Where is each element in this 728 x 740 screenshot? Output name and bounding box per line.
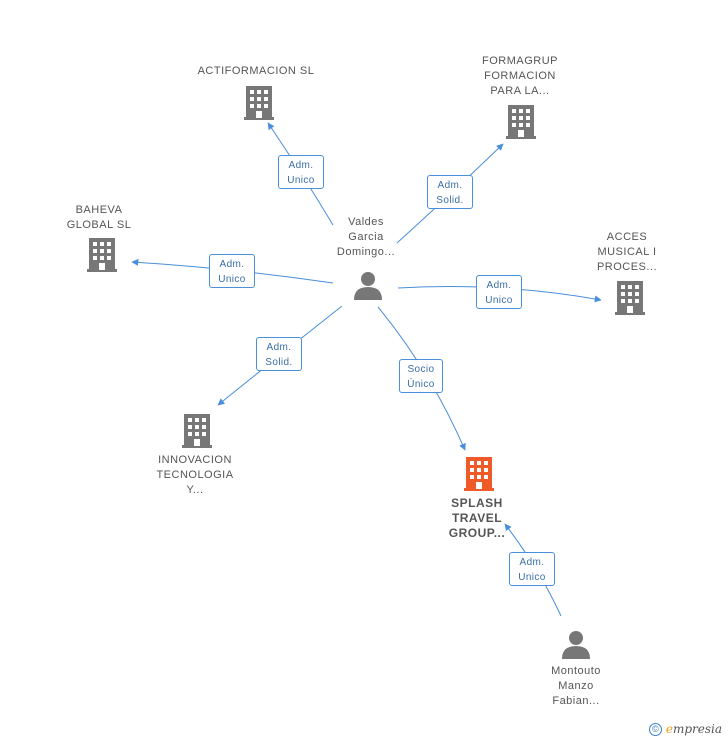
relation-badge-splash[interactable]: Socio Único — [399, 359, 443, 393]
copyright-icon: © — [648, 722, 662, 736]
person-icon[interactable] — [561, 630, 591, 660]
company-label-actiformacion[interactable]: ACTIFORMACION SL — [197, 65, 315, 77]
company-label-acces[interactable]: ACCES MUSICAL I PROCES... — [596, 231, 658, 273]
company-label-innovacion[interactable]: INNOVACION TECNOLOGIA Y... — [156, 454, 234, 496]
relation-badge-acces[interactable]: Adm. Unico — [476, 275, 522, 309]
building-icon[interactable] — [87, 238, 117, 272]
building-icon[interactable] — [506, 105, 536, 139]
company-label-splash[interactable]: SPLASH TRAVEL GROUP... — [448, 496, 506, 540]
relation-badge-innovacion[interactable]: Adm. Solid. — [256, 337, 302, 371]
relation-badge-splash-montouto[interactable]: Adm. Unico — [509, 552, 555, 586]
company-label-formagrup[interactable]: FORMAGRUP FORMACION PARA LA... — [482, 55, 558, 97]
relation-badge-baheva[interactable]: Adm. Unico — [209, 254, 255, 288]
building-icon[interactable] — [615, 281, 645, 315]
relation-badge-actiformacion[interactable]: Adm. Unico — [278, 155, 324, 189]
person-icon[interactable] — [353, 271, 383, 301]
building-icon[interactable] — [182, 414, 212, 448]
building-icon[interactable] — [464, 457, 494, 491]
person-label-montouto[interactable]: Montouto Manzo Fabian... — [551, 665, 601, 707]
building-icon[interactable] — [244, 86, 274, 120]
company-label-baheva[interactable]: BAHEVA GLOBAL SL — [66, 204, 132, 231]
relation-badge-formagrup[interactable]: Adm. Solid. — [427, 175, 473, 209]
footer-brand[interactable]: ©empresia — [648, 721, 722, 736]
brand-logo: empresia — [665, 722, 722, 736]
person-label-center[interactable]: Valdes Garcia Domingo... — [336, 216, 396, 258]
